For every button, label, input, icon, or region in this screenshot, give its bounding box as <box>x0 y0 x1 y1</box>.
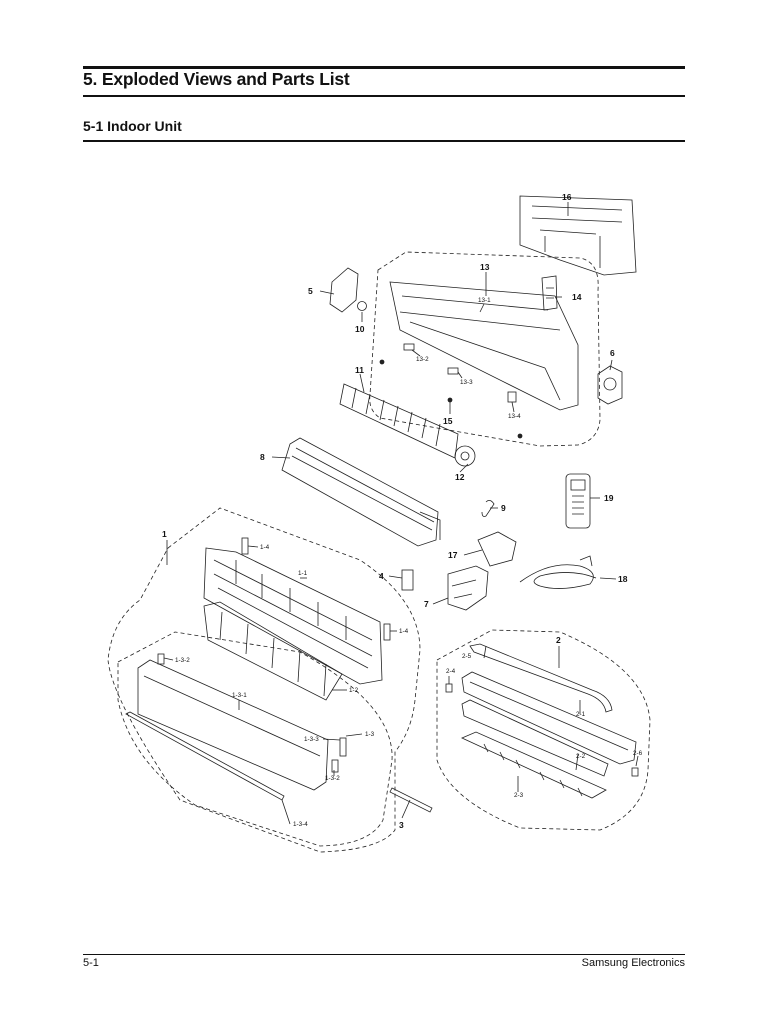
section-rule <box>83 140 685 142</box>
label-2: 2 <box>556 635 561 645</box>
label-2-2: 2-2 <box>576 753 586 760</box>
label-1-3-4: 1-3-4 <box>293 821 308 828</box>
part-1-3-2-left <box>157 653 165 665</box>
label-2-4: 2-4 <box>446 668 456 675</box>
part-1-2-filter <box>203 601 343 701</box>
label-14: 14 <box>572 292 582 302</box>
label-17: 17 <box>448 550 458 560</box>
label-16: 16 <box>562 192 572 202</box>
label-1-3: 1-3 <box>365 731 375 738</box>
label-4: 4 <box>379 571 384 581</box>
footer-rule <box>83 954 685 955</box>
part-14 <box>541 275 558 311</box>
part-1-4-right <box>383 623 391 641</box>
label-6: 6 <box>610 348 615 358</box>
label-9: 9 <box>501 503 506 513</box>
part-1-1-front-panel <box>203 547 383 685</box>
label-13: 13 <box>480 262 490 272</box>
part-10 <box>357 301 367 311</box>
part-16-back-panel <box>519 195 637 276</box>
label-2-3: 2-3 <box>514 792 524 799</box>
label-18: 18 <box>618 574 628 584</box>
part-2-6 <box>631 767 639 777</box>
part-9 <box>481 500 495 517</box>
footer-page-number: 5-1 <box>83 957 99 969</box>
label-7: 7 <box>424 599 429 609</box>
part-3 <box>389 787 433 813</box>
group-2-outline <box>436 629 651 831</box>
part-2-2-tray <box>461 699 609 777</box>
part-13-4 <box>507 391 517 403</box>
label-2-6: 2-6 <box>633 750 643 757</box>
label-13-3: 13-3 <box>460 379 473 386</box>
part-12-motor <box>454 445 476 467</box>
part-1-3-4-bar <box>125 711 285 801</box>
label-13-4: 13-4 <box>508 413 521 420</box>
label-10: 10 <box>355 324 365 334</box>
label-2-5: 2-5 <box>462 653 472 660</box>
footer-brand: Samsung Electronics <box>581 957 685 969</box>
label-2-1: 2-1 <box>576 711 586 718</box>
part-1-3-2-right <box>331 759 339 773</box>
label-15: 15 <box>443 416 453 426</box>
label-3: 3 <box>399 820 404 830</box>
part-8-evaporator <box>281 437 439 547</box>
part-6 <box>597 365 623 405</box>
part-2-5-pipe <box>469 643 613 713</box>
label-1-1: 1-1 <box>298 570 308 577</box>
label-13-1: 13-1 <box>478 297 491 304</box>
group-1-outline <box>107 507 421 853</box>
label-1: 1 <box>162 529 167 539</box>
group-1-3-outline <box>117 631 393 847</box>
part-2-4 <box>445 683 453 693</box>
part-7-control-box <box>447 565 489 611</box>
part-2-1-tray <box>461 671 637 765</box>
part-2-3-louvers <box>461 731 607 799</box>
label-19: 19 <box>604 493 614 503</box>
part-11-fan <box>339 383 459 459</box>
part-4 <box>401 569 414 591</box>
label-1-3-2-bottom: 1-3-2 <box>325 775 340 782</box>
label-1-4-top: 1-4 <box>260 544 270 551</box>
section-title: 5-1 Indoor Unit <box>83 118 182 134</box>
part-18-power-cord <box>519 564 597 589</box>
part-13-chassis <box>389 281 579 411</box>
part-1-4-left <box>241 537 249 555</box>
label-13-2: 13-2 <box>416 356 429 363</box>
label-1-4-right: 1-4 <box>399 628 409 635</box>
label-11: 11 <box>355 365 364 375</box>
label-1-3-3: 1-3-3 <box>304 736 319 743</box>
part-13-3 <box>447 367 459 375</box>
label-1-2: 1-2 <box>349 687 359 694</box>
label-5: 5 <box>308 286 313 296</box>
group-13-outline <box>369 251 601 447</box>
title-rule-bottom <box>83 95 685 97</box>
part-5 <box>329 267 359 313</box>
part-1-3-3 <box>339 737 347 757</box>
part-1-3-1-grille <box>137 659 329 791</box>
label-1-3-1: 1-3-1 <box>232 692 247 699</box>
part-19-remote <box>565 473 591 529</box>
page-title: 5. Exploded Views and Parts List <box>83 69 350 89</box>
label-1-3-2-top: 1-3-2 <box>175 657 190 664</box>
label-8: 8 <box>260 452 265 462</box>
label-12: 12 <box>455 472 465 482</box>
part-17 <box>477 531 517 567</box>
part-13-2 <box>403 343 415 351</box>
title-rule-top <box>83 66 685 69</box>
